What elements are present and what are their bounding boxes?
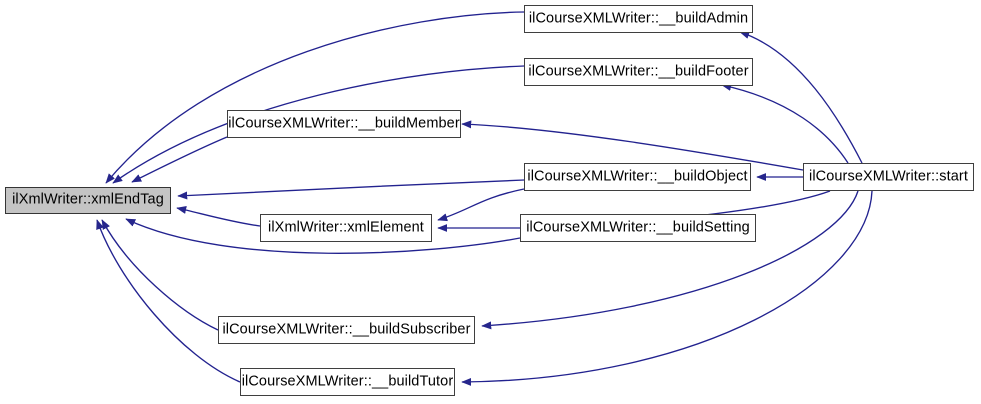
node-label: ilCourseXMLWriter::__buildTutor bbox=[241, 373, 454, 390]
node-start[interactable]: ilCourseXMLWriter::start bbox=[803, 163, 974, 191]
node-buildMember[interactable]: ilCourseXMLWriter::__buildMember bbox=[227, 110, 461, 138]
edge-buildObject-to-xmlEndTag bbox=[177, 179, 525, 200]
edge-buildTutor-to-xmlEndTag bbox=[96, 219, 241, 383]
node-label: ilXmlWriter::xmlEndTag bbox=[12, 191, 164, 208]
node-buildAdmin[interactable]: ilCourseXMLWriter::__buildAdmin bbox=[524, 5, 753, 33]
node-xmlElement[interactable]: ilXmlWriter::xmlElement bbox=[260, 214, 432, 242]
node-label: ilCourseXMLWriter::__buildMember bbox=[228, 115, 460, 132]
node-label: ilCourseXMLWriter::__buildSetting bbox=[526, 219, 750, 236]
node-buildSetting[interactable]: ilCourseXMLWriter::__buildSetting bbox=[520, 214, 756, 242]
node-label: ilCourseXMLWriter::start bbox=[809, 168, 968, 185]
edge-xmlElement-to-xmlEndTag bbox=[176, 206, 261, 227]
node-buildFooter[interactable]: ilCourseXMLWriter::__buildFooter bbox=[524, 58, 753, 86]
node-buildTutor[interactable]: ilCourseXMLWriter::__buildTutor bbox=[240, 368, 455, 396]
edge-buildObject-to-xmlElement bbox=[437, 188, 525, 222]
node-buildSubscriber[interactable]: ilCourseXMLWriter::__buildSubscriber bbox=[218, 316, 475, 344]
node-label: ilCourseXMLWriter::__buildAdmin bbox=[528, 10, 749, 27]
edge-buildMember-to-xmlEndTag bbox=[131, 136, 228, 183]
node-label: ilCourseXMLWriter::__buildObject bbox=[527, 168, 748, 185]
node-label: ilXmlWriter::xmlElement bbox=[268, 219, 424, 236]
edge-start-to-buildSubscriber bbox=[481, 190, 859, 330]
edge-start-to-buildFooter bbox=[721, 83, 849, 164]
node-xmlEndTag[interactable]: ilXmlWriter::xmlEndTag bbox=[5, 187, 171, 214]
edge-buildAdmin-to-xmlEndTag bbox=[105, 11, 525, 184]
edge-buildSubscriber-to-xmlEndTag bbox=[101, 219, 219, 331]
node-buildObject[interactable]: ilCourseXMLWriter::__buildObject bbox=[524, 163, 751, 191]
node-label: ilCourseXMLWriter::__buildSubscriber bbox=[222, 321, 471, 338]
edge-start-to-buildAdmin bbox=[739, 31, 863, 164]
node-label: ilCourseXMLWriter::__buildFooter bbox=[528, 63, 749, 80]
